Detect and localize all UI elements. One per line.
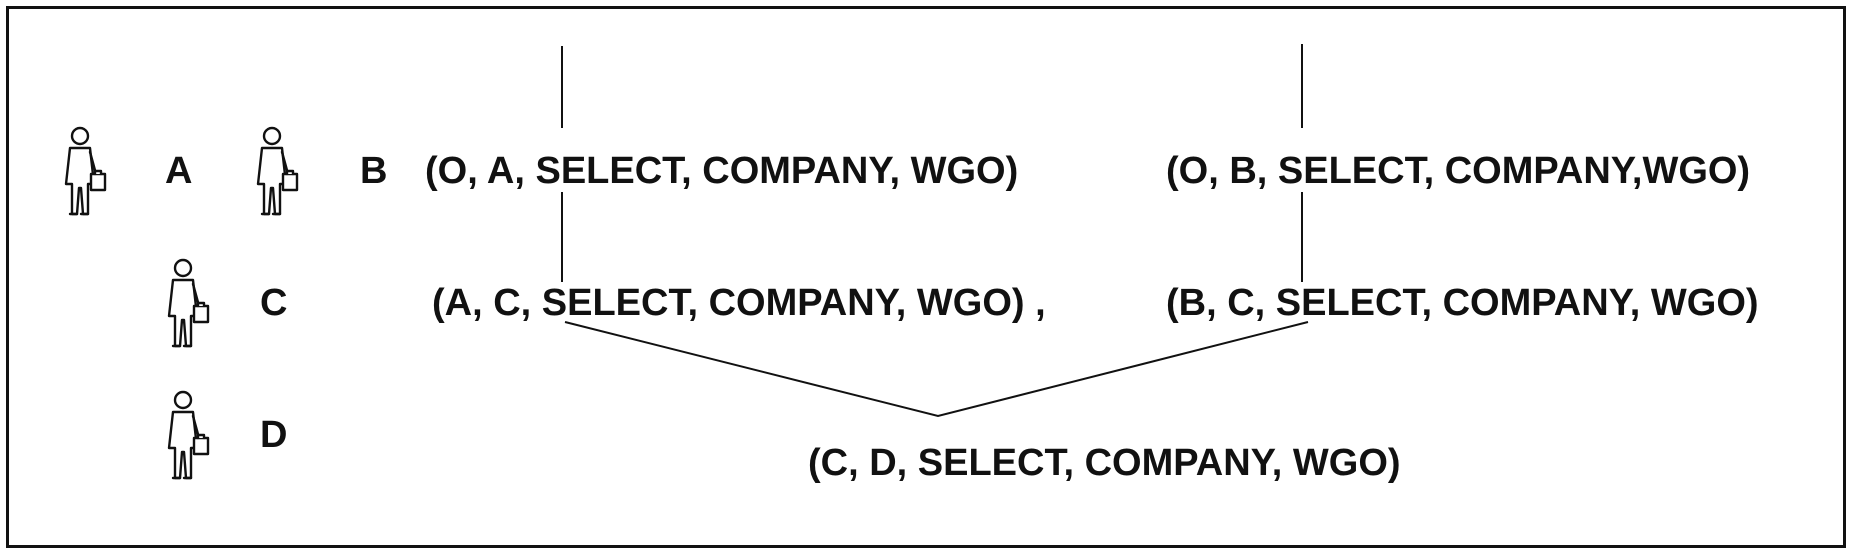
converging-connector [564,321,1309,418]
grant-tuple-b-c: (B, C, SELECT, COMPANY, WGO) [1166,282,1759,324]
diagram-frame [6,6,1846,548]
grant-tuple-a-c: (A, C, SELECT, COMPANY, WGO) , [432,282,1046,324]
user-label-b: B [360,150,387,192]
person-icon [167,390,210,480]
user-label-d: D [260,414,287,456]
grant-tuple-o-b: (O, B, SELECT, COMPANY,WGO) [1166,150,1750,192]
grant-tuple-o-a: (O, A, SELECT, COMPANY, WGO) [425,150,1018,192]
person-icon [167,258,210,348]
person-icon [64,126,107,216]
user-label-a: A [165,150,192,192]
grant-tuple-c-d: (C, D, SELECT, COMPANY, WGO) [808,442,1401,484]
person-icon [256,126,299,216]
user-label-c: C [260,282,287,324]
